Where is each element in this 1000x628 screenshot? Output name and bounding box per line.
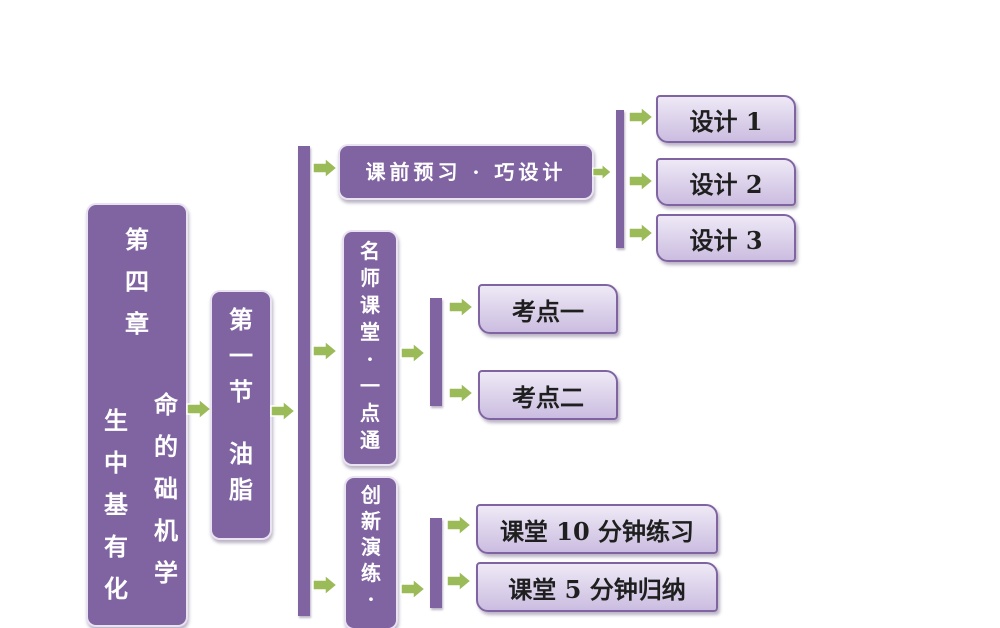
arrow-right-icon <box>592 163 612 181</box>
chapter-title-char: 中 <box>104 448 128 477</box>
arrow-right-icon <box>448 382 474 404</box>
key-point-1-node: 考点一 <box>478 284 618 334</box>
arrow-right-icon <box>446 570 472 592</box>
connector-bar <box>298 146 310 616</box>
design-2-label: 设计 2 <box>689 169 763 199</box>
arrow-right-icon <box>400 578 426 600</box>
section-box: 第 一 节 油 脂 <box>212 292 270 538</box>
practice-label-char: 练 <box>361 561 381 585</box>
chapter-title-char: 础 <box>154 474 178 503</box>
arrow-right-icon <box>270 400 296 422</box>
design-3-node: 设计 3 <box>656 214 796 262</box>
arrow-right-icon <box>312 157 338 179</box>
practice-5min-node: 课堂 5 分钟归纳 <box>476 562 718 612</box>
classroom-label-char: 名 <box>360 239 380 263</box>
chapter-title-char: 的 <box>154 432 178 461</box>
design-3-label: 设计 3 <box>689 225 763 255</box>
classroom-box: 名 师 课 堂 · 一 点 通 <box>344 232 396 464</box>
classroom-label-char: 一 <box>360 374 380 398</box>
section-title-char: 脂 <box>229 475 253 504</box>
design-1-node: 设计 1 <box>656 95 796 143</box>
chapter-title-char: 命 <box>154 390 178 419</box>
arrow-right-icon <box>312 340 338 362</box>
section-label-char: 节 <box>229 377 253 406</box>
arrow-right-icon <box>628 222 654 244</box>
connector-bar <box>616 110 624 248</box>
preview-label: 课前预习 · 巧设计 <box>365 160 567 184</box>
arrow-right-icon <box>628 106 654 128</box>
classroom-label-char: 课 <box>360 293 380 317</box>
arrow-right-icon <box>448 296 474 318</box>
chapter-label-char: 章 <box>125 309 149 338</box>
classroom-label-char: 点 <box>360 401 380 425</box>
arrow-right-icon <box>312 574 338 596</box>
classroom-label-char: 通 <box>360 428 380 452</box>
arrow-right-icon <box>446 514 472 536</box>
practice-label-char: 新 <box>361 509 381 533</box>
chapter-label-char: 第 <box>125 225 149 254</box>
practice-box: 创 新 演 练 · <box>346 478 396 628</box>
chapter-title: 命 的 础 机 学 生 中 基 有 化 <box>104 384 178 610</box>
design-1-label: 设计 1 <box>689 106 763 136</box>
design-2-node: 设计 2 <box>656 158 796 206</box>
chapter-title-char: 基 <box>104 490 128 519</box>
practice-label-char: · <box>367 587 375 611</box>
key-point-1-label: 考点一 <box>512 296 584 326</box>
preview-box: 课前预习 · 巧设计 <box>340 146 592 198</box>
arrow-right-icon <box>628 170 654 192</box>
chapter-box: 第 四 章 <box>88 205 186 625</box>
practice-10min-label: 课堂 10 分钟练习 <box>499 516 695 546</box>
key-point-2-node: 考点二 <box>478 370 618 420</box>
chapter-title-char: 化 <box>104 574 128 603</box>
section-label-char: 第 <box>229 305 253 334</box>
connector-bar <box>430 518 442 608</box>
practice-10min-node: 课堂 10 分钟练习 <box>476 504 718 554</box>
chapter-title-char: 机 <box>154 516 178 545</box>
section-title-char: 油 <box>229 439 253 468</box>
chapter-label-char: 四 <box>125 267 149 296</box>
connector-bar <box>430 298 442 406</box>
section-label-char: 一 <box>229 341 253 370</box>
practice-label-char: 创 <box>361 483 381 507</box>
chapter-title-char: 生 <box>104 406 128 435</box>
classroom-label-char: · <box>366 347 374 371</box>
arrow-right-icon <box>186 398 212 420</box>
chapter-title-char: 有 <box>104 532 128 561</box>
chapter-title-char: 学 <box>154 558 178 587</box>
practice-label-char: 演 <box>361 535 381 559</box>
key-point-2-label: 考点二 <box>512 382 584 412</box>
classroom-label-char: 师 <box>360 266 380 290</box>
practice-5min-label: 课堂 5 分钟归纳 <box>508 574 686 604</box>
chapter-label: 第 四 章 <box>88 205 186 345</box>
arrow-right-icon <box>400 342 426 364</box>
classroom-label-char: 堂 <box>360 320 380 344</box>
